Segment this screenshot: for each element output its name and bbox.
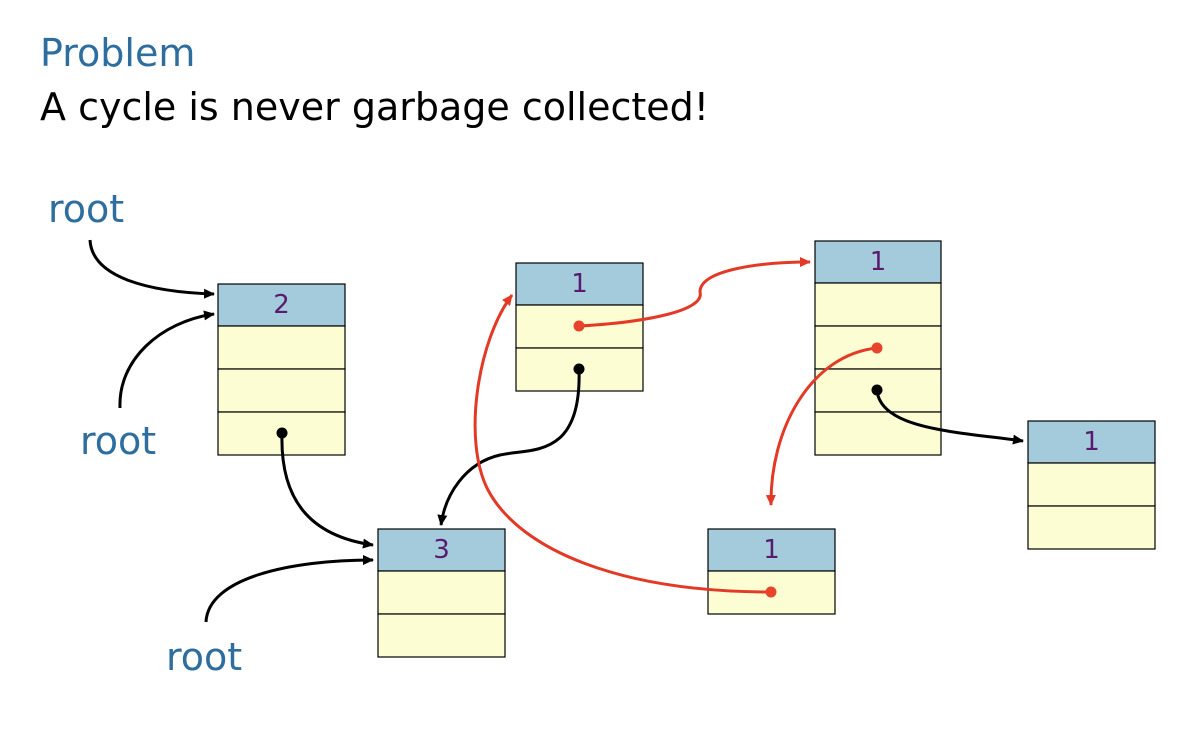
root-label-top: root	[48, 187, 125, 231]
object-d-field	[377, 570, 506, 615]
object-f-header	[1027, 420, 1156, 464]
object-a-ref-count: 2	[273, 290, 290, 320]
pointer-c-to-f	[875, 389, 1024, 445]
object-a-field	[217, 368, 346, 413]
cycle-pointer-e-to-b	[473, 294, 772, 594]
object-c-ref-count: 1	[870, 247, 887, 277]
object-b-header	[515, 262, 644, 306]
root-pointer-bottom	[204, 555, 374, 623]
cycle-pointer-c-to-e	[765, 346, 878, 506]
object-d-header	[377, 528, 506, 572]
object-b-ref-count: 1	[571, 269, 588, 299]
pointer-a-to-d	[280, 432, 374, 549]
object-a-field	[217, 325, 346, 370]
object-d-ref-count: 3	[433, 535, 450, 565]
root-label-middle: root	[80, 419, 157, 463]
cycle-dot-c	[871, 342, 883, 354]
root-pointer-top	[88, 239, 215, 299]
object-c-field	[814, 282, 942, 327]
object-f-field	[1027, 505, 1156, 550]
root-label-bottom: root	[166, 635, 243, 679]
root-pointer-middle	[118, 310, 215, 409]
object-d-field	[377, 613, 506, 658]
object-d: 3	[377, 528, 506, 658]
object-a: 2	[217, 283, 346, 456]
object-c-header	[814, 240, 942, 284]
cycle-pointer-b-to-c	[578, 257, 811, 328]
object-f-ref-count: 1	[1083, 427, 1100, 457]
slide-title: Problem	[40, 31, 196, 75]
pointer-dot-a	[276, 427, 288, 439]
object-a-header	[217, 283, 346, 327]
cycle-dot-b	[573, 320, 585, 332]
object-e-ref-count: 1	[763, 535, 780, 565]
object-e: 1	[707, 528, 836, 615]
object-e-header	[707, 528, 836, 572]
cycle-dot-e	[765, 586, 777, 598]
object-f: 1	[1027, 420, 1156, 550]
object-c-field	[814, 411, 942, 456]
pointer-dot-c	[871, 384, 883, 396]
slide-subtitle: A cycle is never garbage collected!	[40, 85, 710, 129]
object-f-field	[1027, 462, 1156, 507]
pointer-dot-b	[573, 363, 585, 375]
pointer-b-to-d	[437, 368, 581, 526]
